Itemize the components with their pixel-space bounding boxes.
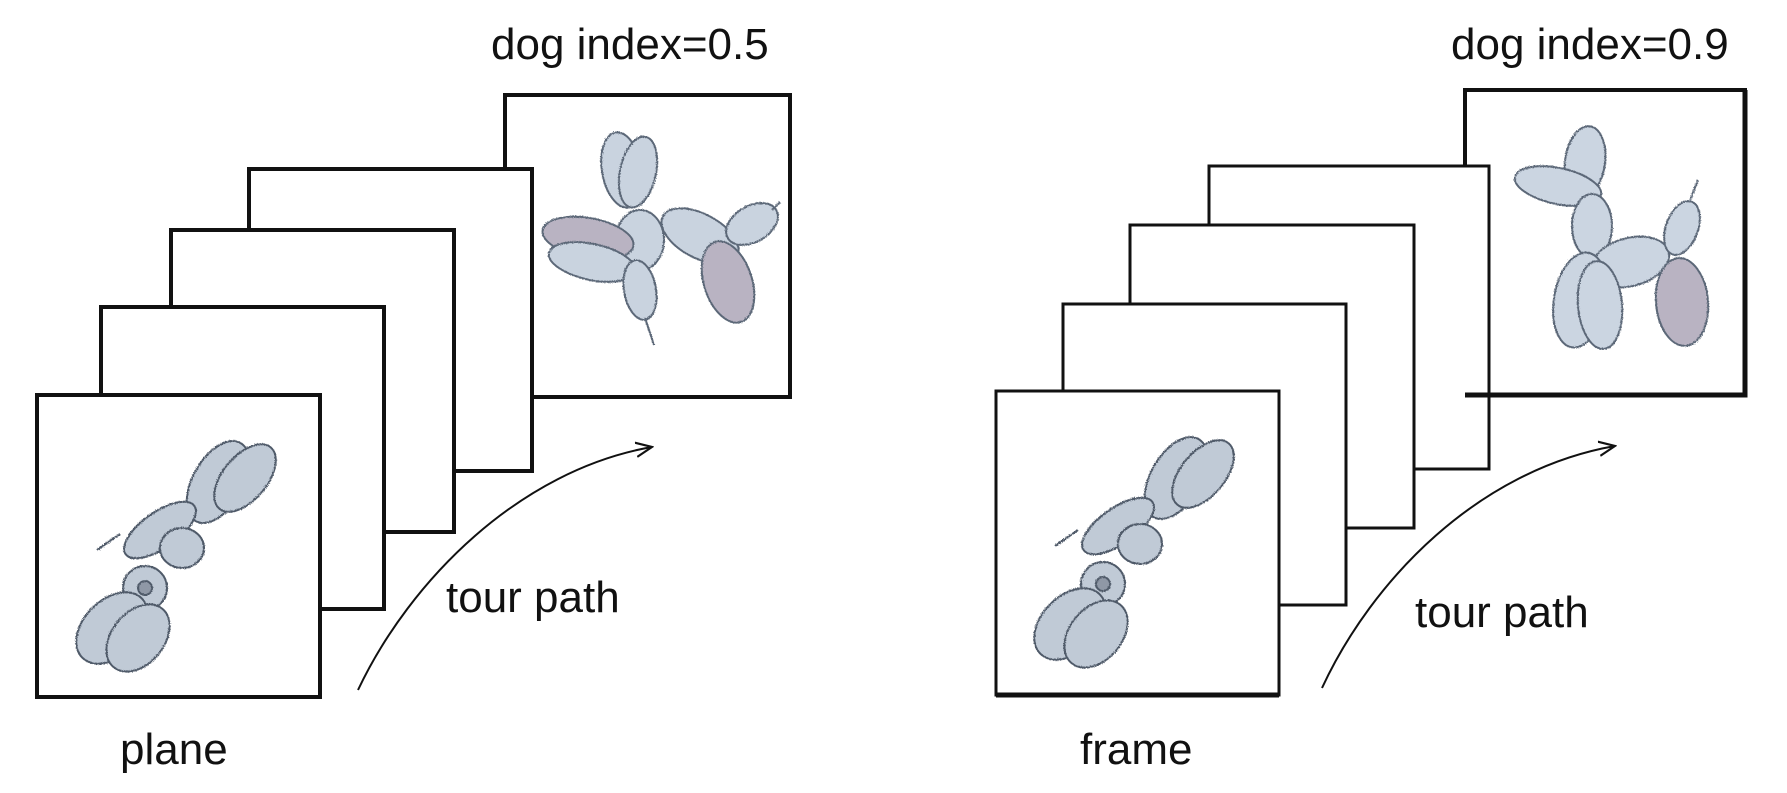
left-tour-path-label: tour path xyxy=(446,573,620,622)
tour-path-arrow xyxy=(357,447,652,691)
balloon-dog-image-back xyxy=(541,131,781,346)
left-diagram xyxy=(35,93,792,699)
balloon-dog-image-front xyxy=(1033,436,1235,669)
tour-path-arrow xyxy=(1321,446,1615,689)
right-diagram xyxy=(994,88,1748,698)
right-tour-path-label: tour path xyxy=(1415,588,1589,637)
left-dog-index-label: dog index=0.5 xyxy=(491,20,769,69)
left-bottom-label: plane xyxy=(120,725,228,774)
right-bottom-label: frame xyxy=(1080,725,1193,774)
balloon-dog-image-back xyxy=(1513,125,1710,350)
balloon-dog-image-front xyxy=(75,440,277,673)
right-dog-index-label: dog index=0.9 xyxy=(1451,20,1729,69)
